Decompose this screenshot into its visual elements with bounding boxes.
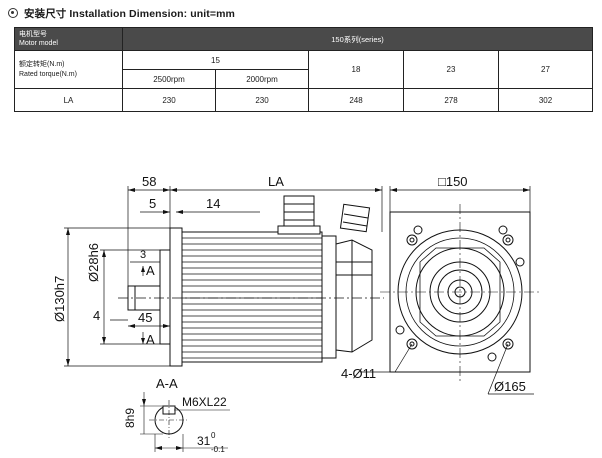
section-mark-a2: A [146, 332, 155, 347]
la-value-cell: 302 [498, 88, 593, 112]
dim-4: 4 [93, 308, 100, 323]
la-row: LA 230 230 248 278 302 [14, 88, 593, 112]
torque-18-cell: 18 [308, 50, 404, 89]
dim-31-tol-lower: -0.1 [211, 445, 225, 454]
pcd-165: Ø165 [494, 379, 526, 394]
dim-31: 31 [197, 434, 211, 448]
motor-side-view [118, 195, 384, 367]
rpm-2000-cell: 2000rpm [215, 69, 309, 89]
section-mark-a1: A [146, 263, 155, 278]
motor-model-label-cn: 电机型号 [19, 31, 47, 38]
dim-square-150: □150 [438, 174, 468, 189]
dim-130h7: Ø130h7 [52, 276, 67, 322]
la-value-cell: 230 [215, 88, 309, 112]
la-label-cell: LA [14, 88, 123, 112]
series-header: 150系列(series) [122, 27, 593, 51]
section-heading: 安装尺寸 Installation Dimension: unit=mm [8, 5, 235, 21]
installation-drawing: 58 LA 5 14 3 A 4 45 A A-A M6XL22 31 0 -0… [52, 174, 540, 454]
rpm-row: 2500rpm 2000rpm [15, 69, 593, 89]
torque-23-cell: 23 [403, 50, 499, 89]
torque-15-cell: 15 [122, 50, 309, 70]
motor-model-label-en: Motor model [19, 40, 58, 47]
dim-5: 5 [149, 196, 156, 211]
motor-front-view [360, 186, 540, 395]
dim-31-tol-upper: 0 [211, 431, 216, 440]
rated-torque-label-en: Rated torque(N.m) [19, 70, 77, 78]
dimension-arrows [66, 188, 530, 450]
section-label-aa: A-A [156, 376, 178, 391]
table-header-row: 电机型号 Motor model 150系列(series) [14, 27, 593, 51]
bullet-icon [8, 8, 18, 18]
torque-27-cell: 27 [498, 50, 593, 89]
la-value-cell: 278 [403, 88, 499, 112]
dim-58: 58 [142, 174, 156, 189]
dim-45: 45 [138, 310, 152, 325]
rpm-2500-cell: 2500rpm [122, 69, 216, 89]
dim-3: 3 [140, 249, 146, 261]
la-value-cell: 230 [122, 88, 216, 112]
motor-model-header: 电机型号 Motor model [14, 27, 123, 51]
dimension-labels: 58 LA 5 14 3 A 4 45 A A-A M6XL22 31 0 -0… [52, 174, 526, 454]
dim-la: LA [268, 174, 284, 189]
shaft-section-aa [140, 392, 230, 452]
holes-label: 4-Ø11 [341, 366, 376, 381]
dim-8h9: 8h9 [123, 408, 137, 428]
dim-14: 14 [206, 196, 220, 211]
thread-label: M6XL22 [182, 395, 227, 409]
torque-row: 额定转矩(N.m) Rated torque(N.m) 15 18 23 27 [14, 50, 593, 89]
rated-torque-label-cn: 额定转矩(N.m) [19, 60, 65, 68]
dim-28h6: Ø28h6 [86, 243, 101, 282]
la-value-cell: 248 [308, 88, 404, 112]
dimension-table: 电机型号 Motor model 150系列(series) 额定转矩(N.m)… [14, 27, 593, 112]
heading-title: 安装尺寸 Installation Dimension: unit=mm [24, 7, 235, 20]
rated-torque-header: 额定转矩(N.m) Rated torque(N.m) [14, 50, 123, 89]
